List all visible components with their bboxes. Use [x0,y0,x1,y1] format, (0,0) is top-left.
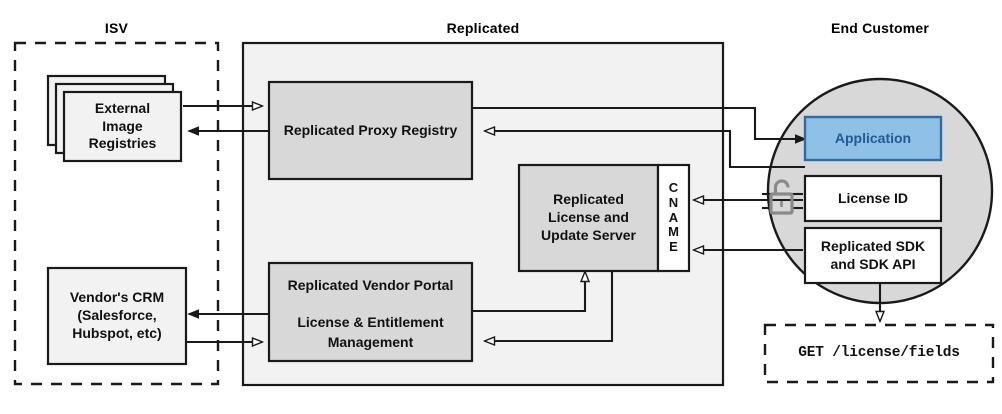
node-replicated-license-and-update-server[interactable] [517,163,660,273]
node-license-fields-request[interactable] [763,323,995,384]
node-replicated-vendor-portal[interactable] [267,261,474,363]
hit-external-image-registries[interactable] [64,92,181,161]
node-replicated-proxy-registry[interactable] [267,80,474,181]
edge-application-to-proxy [485,131,805,169]
node-vendors-crm[interactable] [46,266,188,366]
edge-proxy-to-application [473,106,805,139]
zone-title-isv: ISV [104,20,129,36]
node-replicated-sdk[interactable] [803,226,943,285]
hit-vendors-crm[interactable] [48,268,186,364]
edge-licenseserver-to-vendorportal [485,265,614,341]
hit-replicated-proxy-registry[interactable] [269,82,472,179]
unlock-icon [769,179,794,215]
node-application[interactable] [803,115,943,162]
zone-title-end-customer: End Customer [830,20,930,36]
hit-application[interactable] [805,117,941,160]
node-external-image-registries[interactable] [46,74,183,163]
hit-license-fields-request[interactable] [765,325,993,382]
node-license-id[interactable] [803,174,943,223]
zone-isv [13,41,220,386]
zone-title-replicated: Replicated [446,20,520,36]
hit-license-id[interactable] [805,176,941,221]
hit-cname[interactable] [658,165,689,271]
node-cname[interactable] [656,163,691,273]
edge-vendorportal-to-licenseserver [473,272,585,313]
hit-replicated-vendor-portal[interactable] [269,263,472,361]
hit-replicated-license-and-update-server[interactable] [519,165,658,271]
hit-replicated-sdk[interactable] [805,228,941,283]
